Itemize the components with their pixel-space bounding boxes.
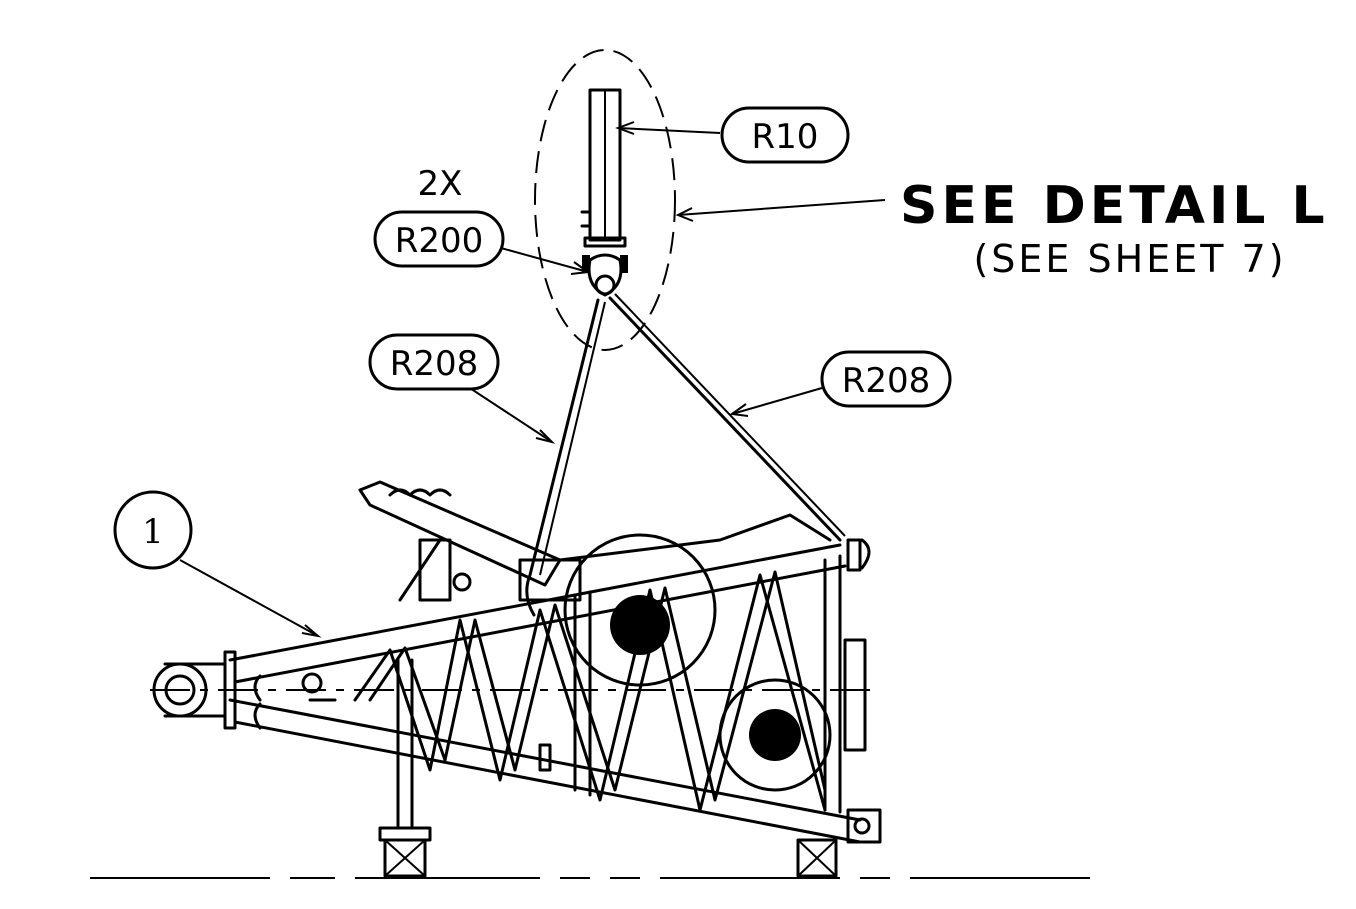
detail-title: SEE DETAIL L — [900, 176, 1329, 236]
sling-left — [525, 298, 606, 617]
detail-subtitle: (SEE SHEET 7) — [973, 237, 1286, 281]
sling-right — [608, 293, 846, 542]
callout-r200: 2X R200 — [373, 164, 505, 268]
support-block-right — [796, 838, 838, 878]
callout-r208-left-label: R208 — [390, 344, 479, 384]
spreader-beam — [580, 88, 627, 248]
support-block-left — [378, 658, 432, 878]
boom-truss — [150, 480, 882, 844]
shackle — [582, 253, 628, 297]
callout-item-1-label: 1 — [142, 512, 164, 552]
detail-l-boundary — [534, 49, 676, 351]
callout-r200-label: R200 — [395, 221, 484, 261]
callout-r208-right: R208 — [820, 350, 952, 408]
callout-r10-label: R10 — [752, 117, 819, 157]
callout-r10: R10 — [720, 106, 850, 164]
callout-r208-left: R208 — [368, 333, 500, 391]
callout-r200-qty: 2X — [418, 164, 463, 204]
callout-item-1: 1 — [113, 490, 193, 570]
callout-r208-right-label: R208 — [842, 361, 931, 401]
